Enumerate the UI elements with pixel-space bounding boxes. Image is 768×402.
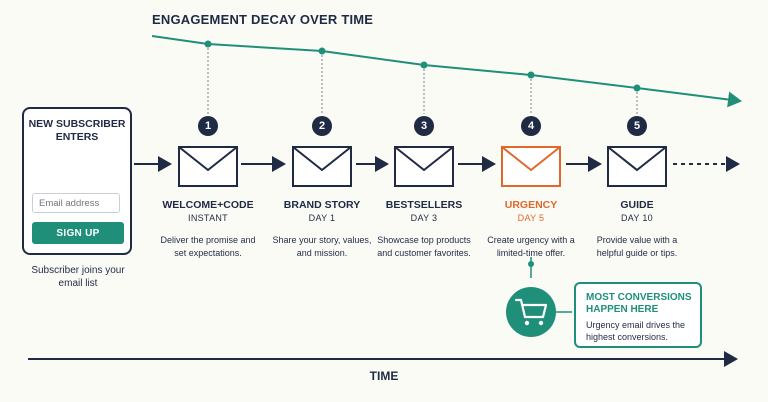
diagram-title: ENGAGEMENT DECAY OVER TIME bbox=[152, 12, 374, 27]
decay-point-2 bbox=[318, 47, 326, 55]
step-day-3: DAY 3 bbox=[410, 213, 438, 223]
envelope-icon-2 bbox=[292, 146, 352, 187]
new-subscriber-card: NEW SUBSCRIBER ENTERS SIGN UP bbox=[22, 107, 132, 255]
envelope-icon-1 bbox=[178, 146, 238, 187]
card-title: NEW SUBSCRIBER ENTERS bbox=[28, 118, 126, 143]
step-day-5: DAY 10 bbox=[621, 213, 653, 223]
decay-point-5 bbox=[633, 84, 641, 92]
conversion-connector bbox=[528, 257, 572, 313]
decay-point-1 bbox=[204, 40, 212, 48]
step-name-3: BESTSELLERS bbox=[385, 199, 463, 211]
step-day-1: INSTANT bbox=[188, 213, 228, 223]
shopping-cart-icon bbox=[506, 287, 556, 337]
decay-points bbox=[204, 40, 641, 92]
conversions-description: Urgency email drives the highest convers… bbox=[586, 320, 686, 342]
step-desc-3: Showcase top products and customer favor… bbox=[377, 235, 471, 258]
card-caption: Subscriber joins your email list bbox=[31, 265, 125, 289]
step-badge-3: 3 bbox=[414, 116, 434, 136]
step-badge-1: 1 bbox=[198, 116, 218, 136]
drop-lines bbox=[207, 48, 638, 114]
envelope-icon-3 bbox=[394, 146, 454, 187]
decay-point-4 bbox=[527, 71, 535, 79]
step-name-4: URGENCY bbox=[504, 199, 558, 211]
step-badge-2: 2 bbox=[312, 116, 332, 136]
step-day-2: DAY 1 bbox=[308, 213, 336, 223]
step-name-1: WELCOME+CODE bbox=[162, 199, 254, 211]
step-desc-5: Provide value with a helpful guide or ti… bbox=[596, 235, 678, 258]
decay-point-3 bbox=[420, 61, 428, 69]
time-axis-label: TIME bbox=[369, 369, 399, 383]
conversions-title: MOST CONVERSIONS HAPPEN HERE bbox=[586, 292, 692, 315]
step-desc-1: Deliver the promise and set expectations… bbox=[160, 235, 256, 258]
envelope-icon-4 bbox=[501, 146, 561, 187]
step-day-4: DAY 5 bbox=[517, 213, 545, 223]
sign-up-button[interactable]: SIGN UP bbox=[32, 222, 124, 244]
conversions-callout: MOST CONVERSIONS HAPPEN HERE Urgency ema… bbox=[574, 282, 702, 348]
step-desc-4: Create urgency with a limited-time offer… bbox=[487, 235, 575, 258]
step-desc-2: Share your story, values, and mission. bbox=[272, 235, 372, 258]
step-badge-5: 5 bbox=[627, 116, 647, 136]
step-badge-4: 4 bbox=[521, 116, 541, 136]
step-name-2: BRAND STORY bbox=[283, 199, 361, 211]
email-input[interactable] bbox=[32, 193, 120, 213]
envelope-icon-5 bbox=[607, 146, 667, 187]
engagement-decay-line bbox=[151, 35, 742, 108]
step-name-5: GUIDE bbox=[620, 199, 654, 211]
